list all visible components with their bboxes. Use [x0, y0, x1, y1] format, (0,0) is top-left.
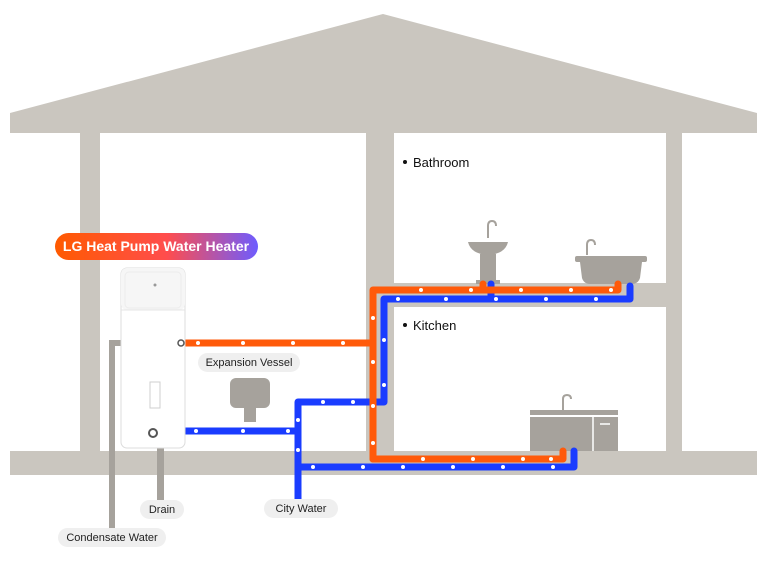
- svg-text:Expansion Vessel: Expansion Vessel: [206, 357, 293, 369]
- svg-text:City Water: City Water: [276, 503, 327, 515]
- city-water-label: City Water: [264, 499, 338, 518]
- drain-pipe: [157, 446, 164, 502]
- svg-text:Drain: Drain: [149, 504, 175, 516]
- svg-text:Kitchen: Kitchen: [413, 318, 456, 333]
- drain-label: Drain: [140, 500, 184, 519]
- condensate-pipe: [109, 340, 122, 530]
- hot-pipe-kitchen: [369, 447, 567, 463]
- heater-drain-valve: [148, 428, 158, 438]
- bathtub: [575, 238, 647, 284]
- svg-text:Condensate Water: Condensate Water: [66, 532, 158, 544]
- svg-text:Bathroom: Bathroom: [413, 155, 469, 170]
- expansion-vessel: [230, 378, 270, 422]
- hot-pipe-riser: [369, 280, 622, 463]
- house-right-wall: [666, 130, 682, 455]
- svg-text:LG Heat Pump Water Heater: LG Heat Pump Water Heater: [63, 238, 250, 254]
- cold-pipe-kitchen: [294, 447, 578, 471]
- bathroom-sink: [468, 219, 508, 284]
- flow-dots: [194, 288, 613, 469]
- house-left-wall: [80, 130, 100, 455]
- house-roof: [10, 14, 757, 133]
- house-ground-floor: [10, 451, 757, 475]
- condensate-water-label: Condensate Water: [58, 528, 166, 547]
- kitchen-label: Kitchen: [403, 318, 456, 333]
- bathroom-label: Bathroom: [403, 155, 469, 170]
- heat-pump-water-heater: [120, 267, 186, 449]
- expansion-vessel-label: Expansion Vessel: [198, 353, 300, 372]
- heater-banner: LG Heat Pump Water Heater: [55, 233, 258, 260]
- heater-hot-outlet: [177, 339, 185, 347]
- kitchen-sink: [530, 393, 618, 451]
